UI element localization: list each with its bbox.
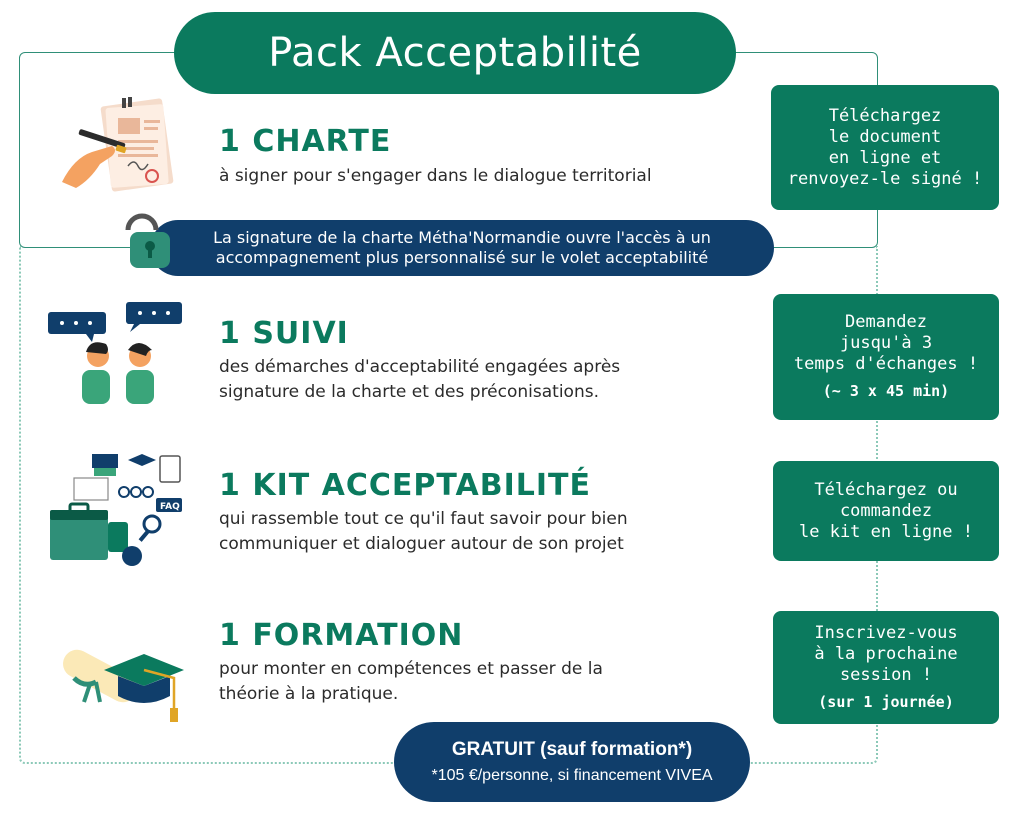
free-note-text: *105 €/personne, si financement VIVEA xyxy=(431,767,713,784)
section-title-charte: 1 CHARTE xyxy=(219,124,392,159)
section-title-formation: 1 FORMATION xyxy=(219,618,464,653)
signature-note: La signature de la charte Métha'Normandi… xyxy=(150,220,774,276)
cta-charte-button[interactable]: Téléchargez le document en ligne et renv… xyxy=(771,85,999,210)
two-people-talking-icon xyxy=(48,302,182,404)
cta-formation-button[interactable]: Inscrivez-vous à la prochaine session ! … xyxy=(773,611,999,724)
section-desc-suivi: des démarches d'acceptabilité engagées a… xyxy=(219,357,621,402)
section-desc-formation: pour monter en compétences et passer de … xyxy=(219,659,603,704)
section-title-suivi: 1 SUIVI xyxy=(219,316,349,351)
graduation-cap-icon xyxy=(63,649,184,722)
page-title: Pack Acceptabilité xyxy=(174,12,736,94)
cta-suivi-button[interactable]: Demandez jusqu'à 3 temps d'échanges ! (~… xyxy=(773,294,999,420)
free-badge: GRATUIT (sauf formation*) *105 €/personn… xyxy=(394,722,750,802)
signing-document-icon xyxy=(62,97,174,192)
section-title-kit: 1 KIT ACCEPTABILITÉ xyxy=(219,468,591,503)
cta-kit-button[interactable]: Téléchargez ou commandez le kit en ligne… xyxy=(773,461,999,561)
section-desc-kit: qui rassemble tout ce qu'il faut savoir … xyxy=(219,509,628,554)
padlock-icon xyxy=(125,213,170,268)
svg-text:FAQ: FAQ xyxy=(160,502,180,512)
free-main-text: GRATUIT (sauf formation*) xyxy=(451,739,693,760)
section-desc-charte: à signer pour s'engager dans le dialogue… xyxy=(219,166,652,186)
toolbox-kit-icon: FAQ xyxy=(50,454,182,566)
